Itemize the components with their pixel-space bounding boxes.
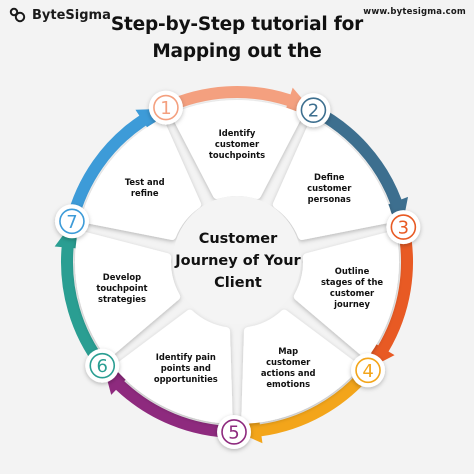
step-number-3: 3 (398, 218, 409, 239)
step-number-7: 7 (66, 212, 77, 233)
step-label-3: Outline stages of the customer journey (320, 266, 384, 310)
step-label-7: Test and refine (124, 177, 165, 199)
step-label-5: Identify pain points and opportunities (153, 351, 218, 384)
brand-logo: ByteSigma (8, 6, 111, 24)
page-title-line-2: Mapping out the (152, 41, 322, 62)
step-label-4: Map customer actions and emotions (260, 346, 316, 390)
cycle-arrow-6 (54, 224, 108, 370)
step-card-7 (81, 119, 202, 240)
center-circle (173, 196, 301, 324)
step-number-badge-6: 6 (85, 348, 120, 383)
step-number-4: 4 (362, 361, 373, 382)
step-number-2: 2 (308, 101, 319, 122)
step-label-2: Define customer personas (307, 171, 352, 204)
step-number-6: 6 (97, 356, 108, 377)
step-number-badge-2: 2 (296, 93, 331, 128)
step-number-badge-3: 3 (386, 210, 421, 245)
step-number-badge-7: 7 (54, 204, 89, 239)
page-title-line-1: Step-by-Step tutorial for (110, 14, 364, 35)
cycle-arrow-1 (163, 86, 311, 114)
step-badges: 1 2 3 4 5 6 7 (54, 90, 421, 449)
step-card-4 (241, 309, 360, 424)
step-card-6 (75, 230, 181, 358)
website-url: www.bytesigma.com (363, 7, 466, 17)
step-card-3 (293, 230, 399, 358)
step-petals (75, 100, 399, 424)
step-number-badge-5: 5 (217, 414, 252, 449)
step-number-1: 1 (160, 98, 171, 119)
step-card-5 (114, 309, 233, 424)
step-label-6: Develop touchpoint strategies (96, 271, 148, 304)
step-number-5: 5 (228, 422, 239, 443)
cycle-arrow-3 (369, 225, 414, 368)
brand-name: ByteSigma (32, 7, 111, 23)
cycle-arrow-4 (237, 366, 373, 444)
bytesigma-logo-icon (9, 7, 26, 23)
step-number-badge-1: 1 (148, 90, 183, 125)
step-number-badge-4: 4 (351, 353, 386, 388)
step-card-1 (171, 100, 303, 199)
step-card-2 (272, 119, 393, 240)
step-label-1: Identify customer touchpoints (208, 127, 266, 160)
center-title: Customer Journey of Your Client (175, 231, 301, 291)
